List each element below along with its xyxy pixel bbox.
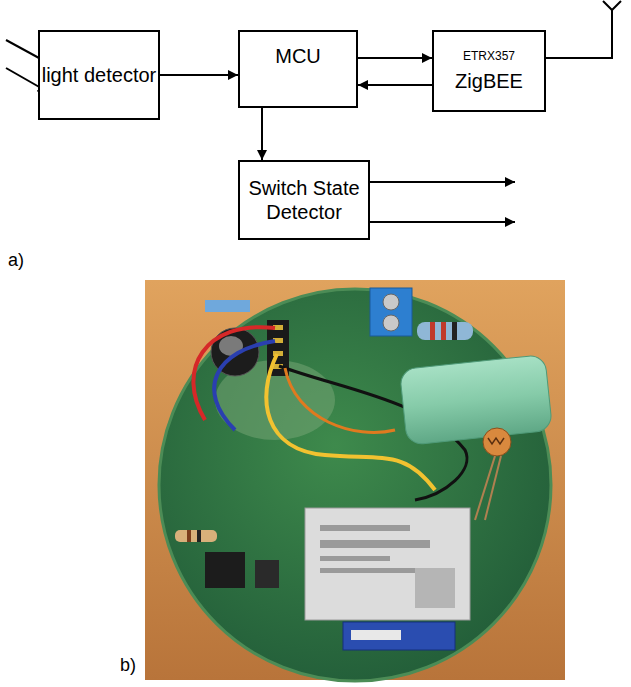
antenna-feed <box>546 10 612 58</box>
module-label-marks <box>320 525 455 608</box>
antenna-symbol <box>603 1 621 10</box>
ldr-track <box>488 438 504 444</box>
process-box: ETRX357ZigBEE <box>432 30 546 112</box>
box-label: ZigBEE <box>455 69 523 93</box>
panel-label: a) <box>8 250 24 272</box>
process-box: light detector <box>38 30 160 120</box>
terminal-screw <box>383 315 399 331</box>
ldr-lead <box>485 456 501 520</box>
terminal-block <box>370 288 412 336</box>
wire-orange <box>285 368 395 432</box>
box-label: light detector <box>42 63 157 87</box>
antenna-chip <box>343 622 455 650</box>
battery <box>399 354 552 445</box>
resistor-band <box>187 530 191 542</box>
ic-u1 <box>255 560 279 588</box>
resistor-band <box>441 322 446 340</box>
optocoupler <box>205 552 245 588</box>
capacitor-small <box>205 300 250 312</box>
light-dependent-resistor <box>483 428 511 456</box>
resistor-band <box>452 322 457 340</box>
resistor <box>417 322 473 340</box>
process-box: MCU <box>238 30 358 108</box>
resistor-band <box>430 322 435 340</box>
box-label: MCU <box>275 44 321 68</box>
zigbee-module <box>305 508 470 620</box>
box-label: ETRX357 <box>463 49 515 63</box>
terminal-screw <box>383 294 399 310</box>
box-label: Switch State Detector <box>240 176 368 224</box>
resistor-band <box>197 530 201 542</box>
photo-content <box>145 280 565 681</box>
signal-arrow <box>358 57 432 59</box>
signal-arrow <box>160 74 238 76</box>
resistor-r4 <box>175 530 217 542</box>
signal-arrow <box>261 108 263 160</box>
process-box: Switch State Detector <box>238 160 370 240</box>
output-arrow <box>358 181 515 183</box>
wire-red <box>193 327 275 420</box>
output-arrow <box>358 221 515 223</box>
pcb-board <box>159 289 551 681</box>
photo-background <box>145 280 565 680</box>
chip-marking <box>351 630 401 640</box>
signal-arrow <box>358 84 432 86</box>
panel-label: b) <box>120 655 136 677</box>
